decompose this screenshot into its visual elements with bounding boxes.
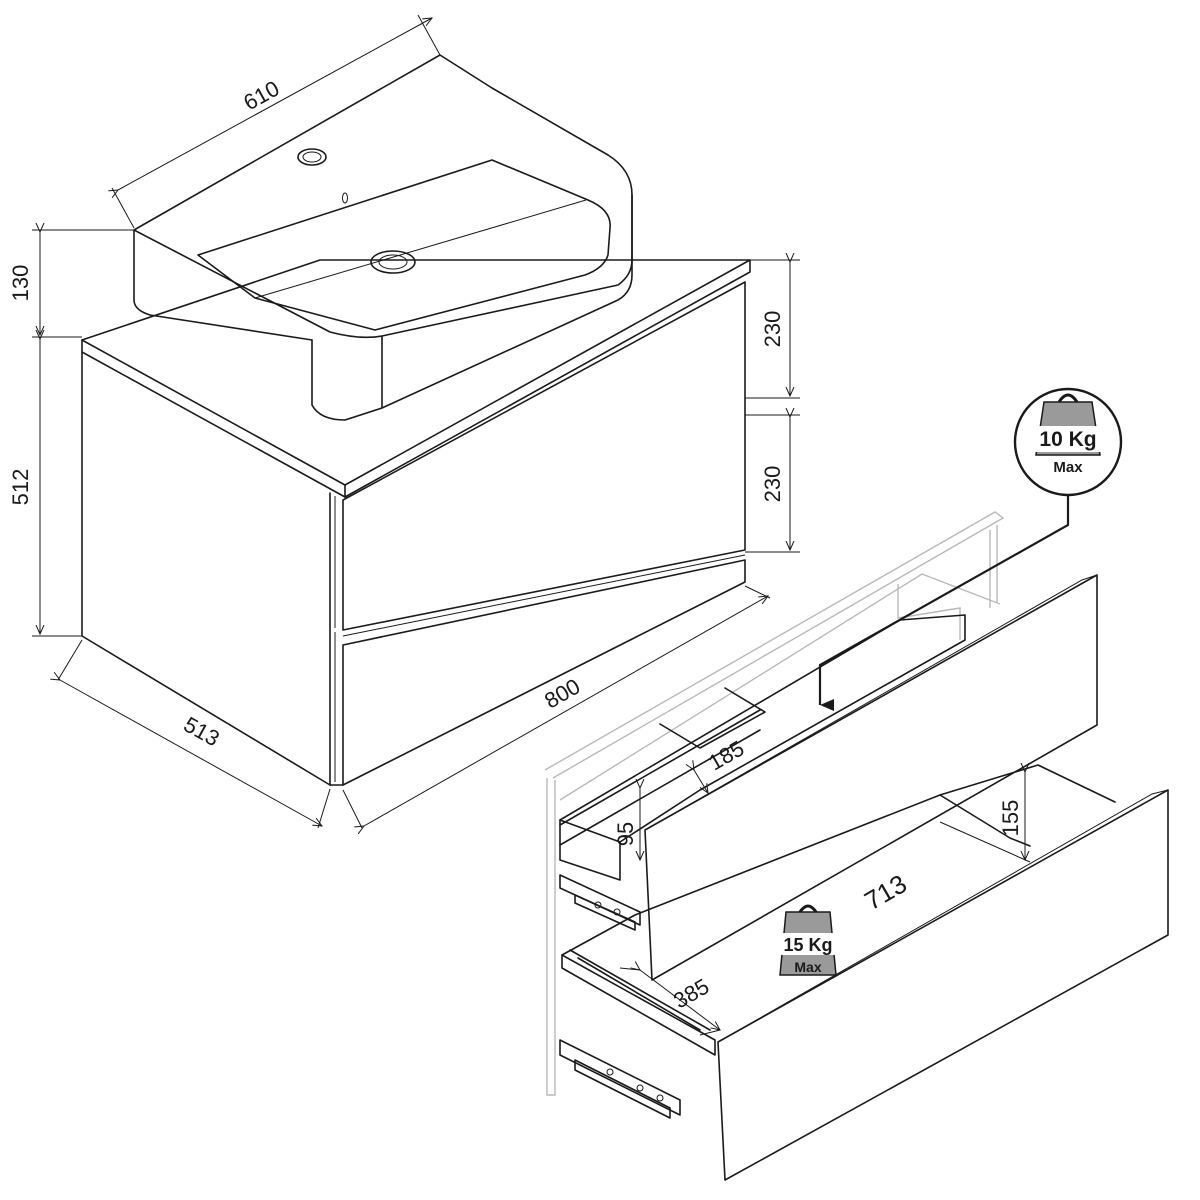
rail-screw [656,1094,664,1102]
basin [133,54,633,421]
basin-rim [133,54,633,339]
weight-top-label: Max [1053,459,1083,476]
basin-right-curve [381,194,633,409]
dim-line-185 [694,770,708,793]
rail-screw [636,1084,644,1092]
ghost-carcass-top [559,573,1001,801]
drawer-separator [342,554,746,637]
basin-inner-rim-line [254,199,587,299]
weight-badge-10kg: 10 Kg Max [1013,387,1123,497]
bottom-drawer-back [561,764,1116,956]
basin-front-wall [133,229,313,341]
open-drawer-detail [544,511,1169,1181]
top-drawer-front [342,281,746,631]
overflow-hole [342,192,348,204]
bottom-drawer-open-front [717,789,1169,1181]
ghost-inner-line [897,584,961,640]
tap-hole [297,148,327,166]
weight-badge-15kg: 15 Kg Max [778,904,838,976]
bottom-drawer-open-front-edge [717,789,1169,1043]
top-drawer-rail [559,874,641,926]
dim-top-drawer-inner-height: 95 [613,822,638,846]
countertop-front-edge [81,339,346,498]
dim-drawer-bottom-height: 230 [760,466,785,503]
dim-drawer-top-height: 230 [760,311,785,348]
weight-bottom-label: Max [794,959,821,975]
rail-screw [606,1068,614,1076]
rail-screw [613,908,621,916]
rail-screw [594,901,602,909]
top-drawer-insert [659,687,766,749]
ghost-left-post [546,778,556,1096]
basin-inner-bowl [197,159,611,331]
load-arrow [818,495,1070,711]
dim-cabinet-width: 800 [540,673,584,713]
dim-bottom-drawer-inner-width: 713 [859,868,912,916]
tap-hole-inner [302,151,322,163]
ghost-countertop [544,511,1005,779]
top-drawer-box [559,614,966,843]
drain-hole [370,250,416,274]
countertop-top-face [81,259,751,486]
top-drawer-inner-floor [559,819,621,881]
dim-basin-width: 610 [239,76,283,116]
dim-cabinet-height: 512 [8,469,33,506]
bottom-drawer-rail [559,1039,681,1116]
top-drawer-inner-back [559,709,761,846]
dim-bottom-drawer-inner-height: 155 [998,800,1023,837]
basin-right-wall [311,335,383,421]
dim-line-385 [640,970,720,1030]
dimension-lines [32,14,800,828]
weight-top-value: 10 Kg [1039,428,1096,451]
dim-basin-height: 130 [8,265,33,302]
bottom-drawer-rail-slide [574,1059,671,1119]
top-drawer-rail-slide [574,894,636,931]
bottom-drawer-front [342,559,746,786]
top-drawer-open-front-edge [644,574,1098,831]
cabinet [81,259,751,786]
weight-bottom-value: 15 Kg [783,935,832,955]
drain-hole-inner [378,254,408,270]
dim-bottom-drawer-inner-depth: 385 [669,973,713,1013]
countertop-right-edge [344,259,751,498]
top-drawer-open-front [644,574,1098,981]
